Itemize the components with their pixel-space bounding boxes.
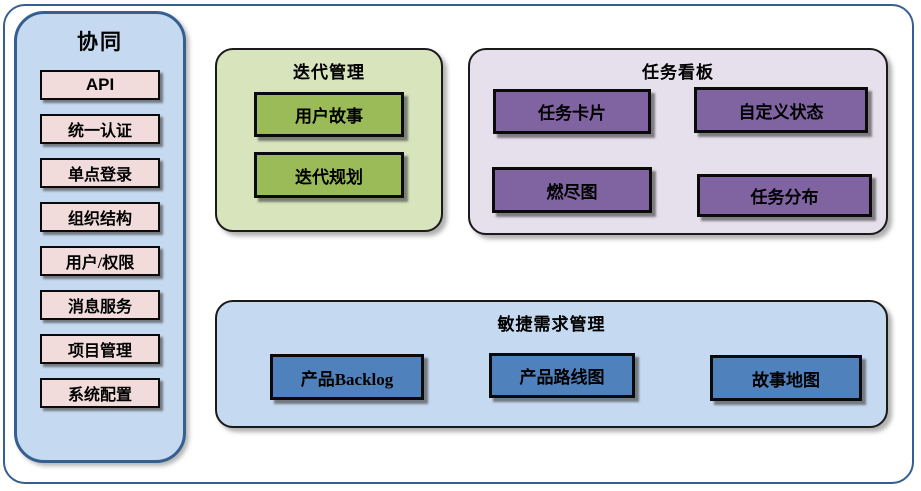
sidebar-item-user-permissions: 用户/权限 bbox=[40, 246, 160, 276]
sidebar-item-system-config: 系统配置 bbox=[40, 378, 160, 408]
group-kanban-title: 任务看板 bbox=[642, 63, 714, 82]
feature-product-backlog: 产品Backlog bbox=[270, 354, 424, 400]
group-iteration-management: 迭代管理 用户故事 迭代规划 bbox=[215, 48, 443, 232]
sidebar-item-project-management: 项目管理 bbox=[40, 334, 160, 364]
sidebar-item-message-service: 消息服务 bbox=[40, 290, 160, 320]
feature-custom-status: 自定义状态 bbox=[694, 87, 868, 133]
sidebar-item-api: API bbox=[40, 70, 160, 100]
group-iteration-title: 迭代管理 bbox=[293, 63, 365, 82]
sidebar-item-org-structure: 组织结构 bbox=[40, 202, 160, 232]
feature-story-map: 故事地图 bbox=[710, 355, 862, 401]
feature-iteration-planning: 迭代规划 bbox=[254, 152, 404, 198]
group-agile-title: 敏捷需求管理 bbox=[497, 315, 606, 334]
feature-task-distribution: 任务分布 bbox=[697, 174, 872, 217]
feature-task-card: 任务卡片 bbox=[493, 89, 651, 134]
sidebar-item-unified-auth: 统一认证 bbox=[40, 114, 160, 144]
feature-product-roadmap: 产品路线图 bbox=[489, 353, 635, 398]
group-task-kanban: 任务看板 任务卡片 自定义状态 燃尽图 任务分布 bbox=[468, 48, 888, 235]
sidebar-item-sso: 单点登录 bbox=[40, 158, 160, 188]
sidebar-collaboration: 协同 API 统一认证 单点登录 组织结构 用户/权限 消息服务 项目管理 系统… bbox=[14, 11, 186, 463]
feature-user-story: 用户故事 bbox=[254, 92, 404, 137]
sidebar-title: 协同 bbox=[77, 31, 123, 54]
group-agile-requirements: 敏捷需求管理 产品Backlog 产品路线图 故事地图 bbox=[215, 300, 888, 428]
feature-burndown-chart: 燃尽图 bbox=[492, 167, 652, 213]
